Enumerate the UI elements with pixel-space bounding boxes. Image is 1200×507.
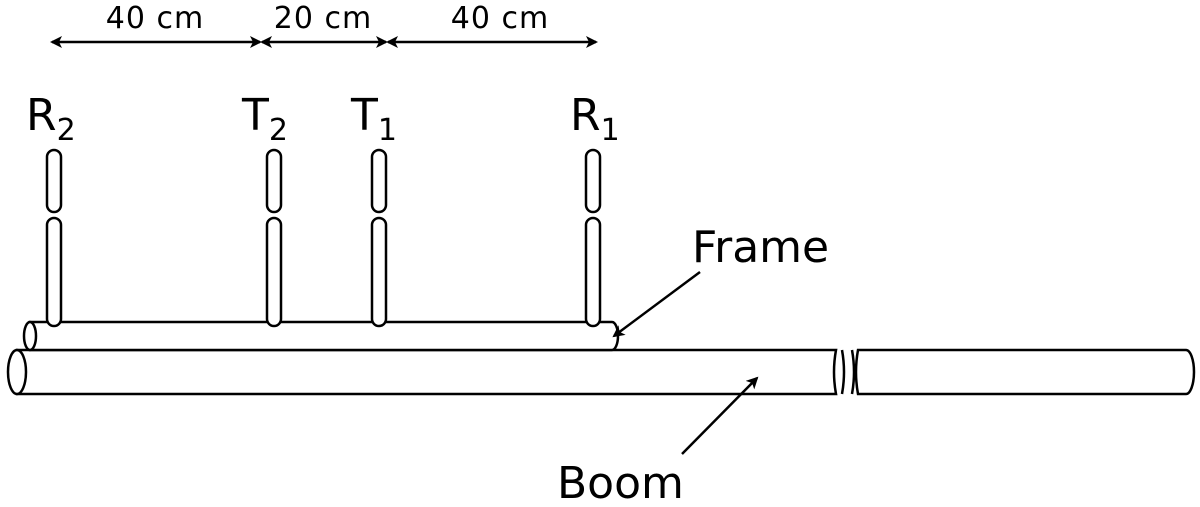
antenna-rod-r1	[584, 148, 602, 328]
boom-tube	[6, 348, 1196, 396]
antenna-rod-r2	[45, 148, 63, 328]
antenna-sub-t1: 1	[378, 113, 397, 148]
antenna-sub-r1: 1	[601, 113, 620, 148]
dimension-label-t2-t1: 20 cm	[274, 1, 372, 36]
frame-label: Frame	[692, 222, 829, 273]
antenna-label-t2: T2	[241, 90, 288, 148]
antenna-letter-r2: R	[26, 90, 57, 141]
boom-label: Boom	[557, 458, 684, 507]
frame-callout-arrow	[612, 270, 701, 338]
antenna-label-r1: R1	[570, 90, 620, 148]
antenna-label-r2: R2	[26, 90, 76, 148]
dimension-label-t1-r1: 40 cm	[451, 1, 549, 36]
antenna-letter-r1: R	[570, 90, 601, 141]
dimension-label-r2-t2: 40 cm	[106, 1, 204, 36]
antenna-label-t1: T1	[350, 90, 397, 148]
frame-tube	[22, 320, 620, 352]
antenna-sub-r2: 2	[57, 113, 76, 148]
antenna-letter-t2: T	[241, 90, 269, 141]
antenna-rod-t1	[370, 148, 388, 328]
antenna-sub-t2: 2	[269, 113, 288, 148]
boom-callout-arrow	[681, 376, 759, 455]
antenna-letter-t1: T	[350, 90, 378, 141]
antenna-rod-t2	[265, 148, 283, 328]
